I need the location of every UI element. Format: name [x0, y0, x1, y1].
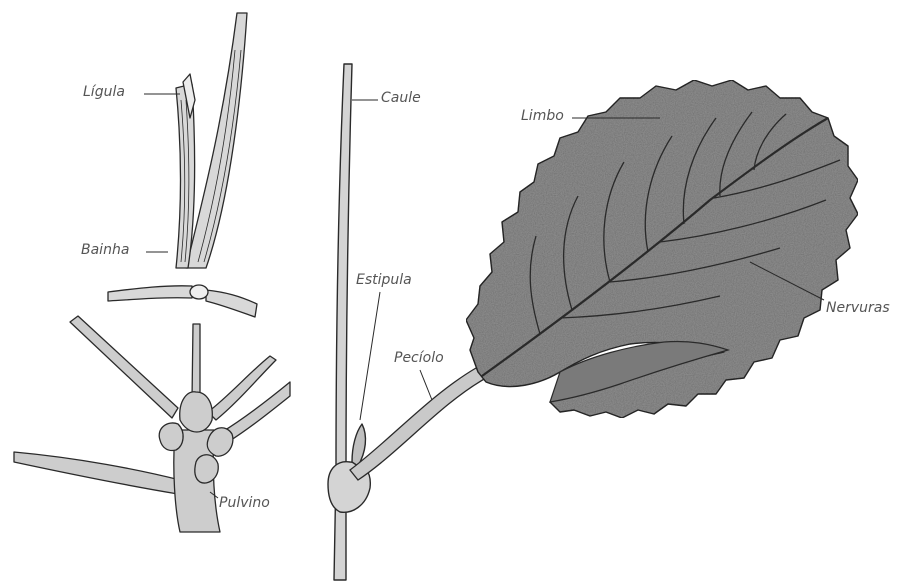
stem-drawing: [328, 64, 370, 580]
pulvinus-branch-top: [192, 324, 200, 400]
pulvinus-branch-lower-left: [14, 452, 180, 494]
label-bainha: Bainha: [81, 242, 129, 258]
petiole: [350, 368, 486, 480]
pulvinus-swelling-left: [159, 423, 183, 451]
grass-stem-right: [186, 13, 247, 268]
label-estipula: Estipula: [356, 272, 412, 288]
pulvinus-branch-upper-left: [70, 316, 178, 418]
leader-estipula: [360, 292, 380, 420]
label-ligula: Lígula: [83, 84, 125, 100]
leaf-drawing: [350, 80, 858, 480]
leader-peciolo: [420, 370, 432, 400]
pulvinus-swelling-low: [195, 455, 218, 483]
label-caule: Caule: [381, 90, 421, 106]
label-limbo: Limbo: [521, 108, 564, 124]
label-nervuras: Nervuras: [826, 300, 890, 316]
grass-node: [190, 285, 208, 299]
grass-sheath-drawing: [108, 13, 257, 317]
label-peciolo: Pecíolo: [394, 350, 444, 366]
pulvinus-swelling-top: [180, 392, 213, 432]
label-pulvino: Pulvino: [219, 495, 270, 511]
grass-blade-left: [108, 286, 192, 301]
grass-blade-right: [206, 290, 257, 317]
